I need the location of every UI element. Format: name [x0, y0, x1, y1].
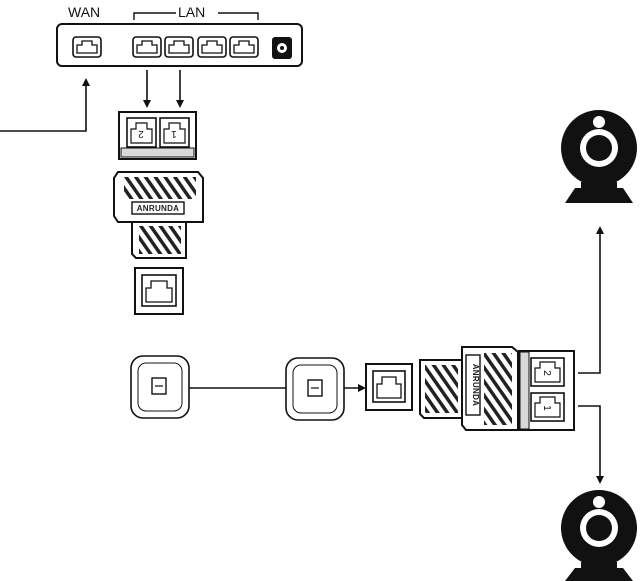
splitter-top: 2 1 ANRUNDA — [113, 111, 204, 259]
splitter-bottom-port-2-label: 2 — [541, 370, 552, 376]
bottom-rj45-plug — [365, 363, 413, 411]
webcam-icon — [561, 110, 637, 203]
lan-port-4 — [229, 36, 259, 58]
wan-port — [72, 36, 102, 58]
output-arrow-up — [578, 226, 604, 374]
top-rj45-plug — [134, 267, 184, 315]
splitter-top-port-2: 2 — [126, 117, 157, 148]
webcam-icon — [561, 490, 637, 581]
output-arrow-down — [578, 405, 604, 484]
incoming-cable — [0, 78, 90, 132]
wan-label: WAN — [68, 4, 100, 20]
splitter-bottom-port-1-label: 1 — [541, 405, 552, 411]
splitter-bottom-brand: ANRUNDA — [471, 364, 480, 407]
lan-port-2 — [164, 36, 194, 58]
lan-label: LAN — [178, 4, 205, 20]
splitter-top-port-1-label: 1 — [171, 128, 177, 139]
splitter-top-port-2-label: 2 — [138, 128, 144, 139]
lan-port-1 — [132, 36, 162, 58]
splitter-top-brand: ANRUNDA — [137, 204, 180, 213]
lan-bracket — [133, 12, 259, 20]
router: WAN LAN — [56, 4, 303, 67]
splitter-bottom: ANRUNDA 2 1 — [419, 346, 575, 431]
wall-socket-right — [285, 357, 345, 421]
splitter-bottom-port-1: 1 — [530, 392, 565, 422]
splitter-top-port-1: 1 — [159, 117, 190, 148]
splitter-bottom-port-2: 2 — [530, 357, 565, 387]
wall-socket-left — [130, 355, 190, 419]
lan-port-3 — [197, 36, 227, 58]
power-jack-icon — [272, 37, 292, 59]
